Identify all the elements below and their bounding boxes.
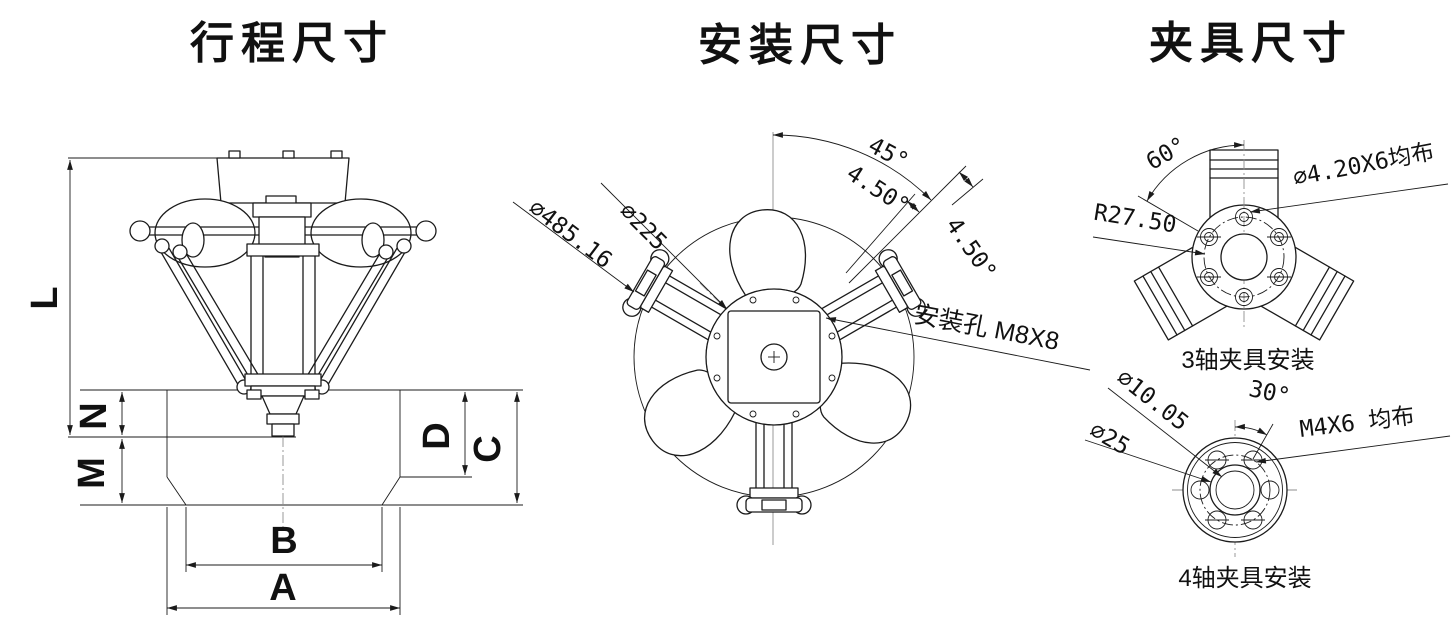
- label-30deg: 30°: [1246, 376, 1292, 410]
- bolt-circle-r27-5: [1203, 216, 1285, 298]
- work-envelope: [68, 389, 523, 615]
- arm-upper-right: [818, 249, 926, 342]
- dim-label-C: C: [467, 435, 509, 462]
- mounting-panel: 45° 4.50° 4.50° ∅225 ∅485.16 安装孔 M8X8: [512, 132, 1091, 545]
- label-dia-485: ∅485.16: [524, 195, 617, 274]
- arc-4-50-left: [906, 200, 920, 213]
- label-60deg: 60°: [1142, 132, 1191, 175]
- label-r27-5: R27.50: [1092, 200, 1178, 239]
- four-axis-boss: [1209, 464, 1261, 516]
- three-axis-fixture: 60° ∅4.20X6均布 R27.50 3轴夹具安装: [1092, 132, 1449, 374]
- three-axis-center-hole: [1220, 233, 1268, 281]
- arm-upper-left: [622, 249, 730, 342]
- tool-flange: [271, 423, 295, 437]
- stroke-dimensions: L N M B A D C: [24, 157, 520, 611]
- leader-dia-485: [512, 201, 635, 293]
- four-axis-fixture: 30° ∅10.05 ∅25 M4X6 均布 4轴夹具安装: [1084, 365, 1451, 592]
- label-4-50-right: 4.50°: [940, 213, 1001, 285]
- center-hole: [760, 343, 788, 371]
- leader-r27-5: [1092, 236, 1206, 256]
- label-mounting-holes: 安装孔 M8X8: [912, 300, 1062, 356]
- label-dia-225: ∅225: [614, 198, 672, 256]
- plate-circle-225: [705, 288, 843, 426]
- leader-dia-225: [600, 182, 728, 310]
- mounting-panel-title: 安装尺寸: [698, 21, 902, 70]
- leader-dia-25: [1084, 439, 1212, 483]
- stroke-panel: L N M B A D C: [24, 150, 523, 615]
- leader-m4x6: [1255, 435, 1451, 464]
- dim-label-M: M: [71, 457, 113, 489]
- arc-4-50-right: [958, 171, 974, 188]
- leader-dia-10-05: [1107, 387, 1223, 478]
- four-axis-bolt-circle: [1199, 454, 1271, 526]
- three-axis-screws: [1197, 208, 1291, 306]
- label-45deg: 45°: [864, 133, 913, 175]
- fixture-panel: 60° ∅4.20X6均布 R27.50 3轴夹具安装: [1084, 132, 1451, 592]
- leader-mounting-holes: [825, 317, 1091, 371]
- three-axis-caption: 3轴夹具安装: [1181, 347, 1314, 374]
- dim-label-L: L: [24, 286, 66, 309]
- top-view-arms: [622, 249, 926, 515]
- dim-label-D: D: [416, 422, 458, 449]
- base-plate: [705, 288, 843, 426]
- dim-label-N: N: [73, 402, 115, 429]
- arc-45deg: [772, 132, 932, 201]
- leader-dia-4-20: [1249, 183, 1449, 214]
- arc-30deg: [1234, 423, 1268, 436]
- stroke-panel-title: 行程尺寸: [190, 19, 394, 68]
- four-axis-screws: [1190, 450, 1280, 530]
- label-dia-4-20: ∅4.20X6均布: [1291, 139, 1436, 192]
- arc-60deg: [1146, 142, 1245, 202]
- robot-front-view: [129, 150, 437, 437]
- arm-bottom: [736, 419, 812, 515]
- label-m4x6: M4X6 均布: [1298, 403, 1416, 443]
- four-axis-caption: 4轴夹具安装: [1178, 565, 1311, 592]
- fixture-panel-title: 夹具尺寸: [1149, 19, 1353, 68]
- top-view-blades: [643, 209, 912, 457]
- dim-label-A: A: [269, 567, 296, 609]
- dim-label-B: B: [270, 520, 297, 562]
- four-axis-center-hole: [1215, 470, 1255, 510]
